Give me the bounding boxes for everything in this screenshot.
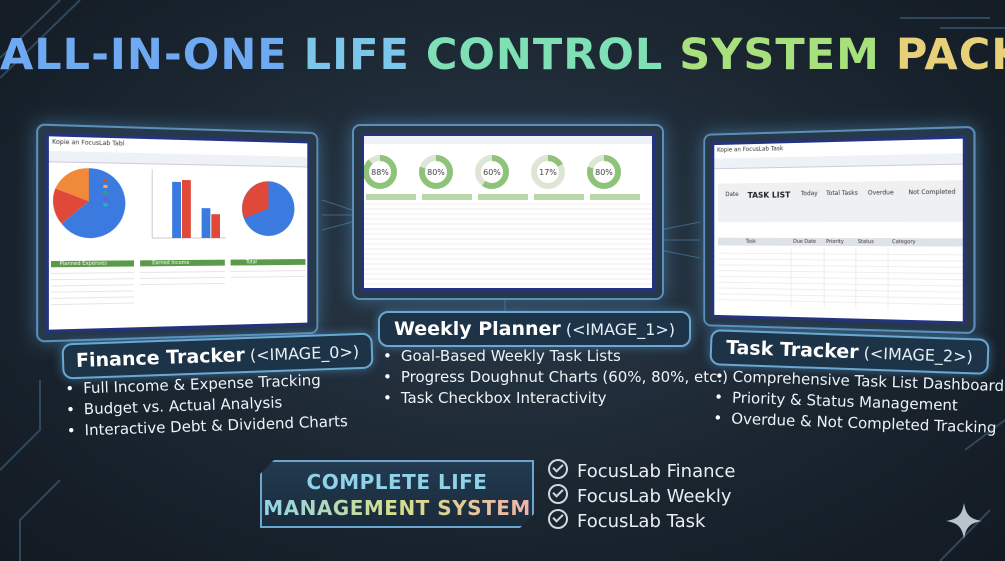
col-due-date: Due Date: [793, 238, 817, 245]
check-label: FocusLab Finance: [577, 461, 736, 482]
col-category: Category: [892, 239, 916, 246]
stat-not-completed: Not Completed: [908, 188, 956, 197]
donut-percent-label: 60%: [483, 168, 501, 177]
donut-progress: [587, 155, 621, 189]
donut-percent-label: 80%: [595, 168, 613, 177]
feature-item: Task Checkbox Interactivity: [383, 389, 728, 407]
title-word: ALL-IN-ONE: [0, 30, 288, 80]
weekly-planner-screenshot: 88% 80% 60% 17% 80%: [352, 124, 664, 300]
finance-features: Full Income & Expense Tracking Budget vs…: [65, 370, 348, 443]
stat-total: Total Tasks: [826, 189, 858, 198]
finance-name: Finance Tracker: [75, 344, 246, 372]
table-header: Earned Income: [152, 259, 190, 267]
check-item-weekly: FocusLab Weekly: [548, 482, 732, 507]
donut-progress: [419, 155, 453, 189]
check-item-finance: FocusLab Finance: [548, 457, 735, 482]
check-circle-icon: [548, 509, 568, 529]
donut-percent-label: 17%: [539, 168, 557, 177]
day-header: [534, 194, 584, 200]
feature-item: Goal-Based Weekly Task Lists: [383, 347, 728, 365]
badge-line-1: COMPLETE LIFE: [306, 470, 488, 494]
title-word: SYSTEM: [679, 30, 880, 80]
finance-charts: [49, 167, 310, 331]
weekly-features: Goal-Based Weekly Task Lists Progress Do…: [383, 347, 728, 410]
donut-progress: [475, 155, 509, 189]
stat-today: Today: [800, 190, 818, 198]
finance-tracker-screenshot: Kopie an FocusLab Tabl Pla: [36, 123, 319, 343]
task-rows: [718, 247, 963, 311]
task-tracker-screenshot: Kopie an FocusLab Task Date TASK LIST To…: [703, 125, 976, 335]
task-features: Comprehensive Task List Dashboard Priori…: [713, 367, 1004, 440]
title-word: LIFE: [303, 30, 410, 80]
toolbar: [48, 150, 308, 168]
sheet-title: Kopie an FocusLab Tabl: [52, 138, 125, 148]
donut-progress: [364, 155, 397, 189]
task-list-label: TASK LIST: [747, 190, 791, 200]
check-label: FocusLab Task: [577, 511, 706, 532]
col-priority: Priority: [826, 238, 844, 246]
donut-progress: [531, 155, 565, 189]
feature-item: Progress Doughnut Charts (60%, 80%, etc.…: [383, 368, 728, 386]
task-sheet: Kopie an FocusLab Task Date TASK LIST To…: [711, 135, 966, 325]
day-header: [422, 194, 472, 200]
weekly-sheet: 88% 80% 60% 17% 80%: [361, 133, 655, 291]
donut-percent-label: 88%: [371, 168, 389, 177]
task-name: Task Tracker: [725, 336, 859, 364]
day-header: [590, 194, 640, 200]
check-label: FocusLab Weekly: [577, 486, 732, 507]
badge-line-2: MANAGEMENT SYSTEM: [263, 496, 531, 520]
check-circle-icon: [548, 484, 568, 504]
weekly-charts: 88% 80% 60% 17% 80%: [364, 136, 652, 285]
weekly-name: Weekly Planner: [394, 318, 561, 340]
table-header: Planned Expenses: [59, 260, 107, 268]
stat-overdue: Overdue: [867, 189, 894, 197]
day-header: [478, 194, 528, 200]
col-task: Task: [745, 238, 756, 245]
complete-system-badge: COMPLETE LIFE MANAGEMENT SYSTEM: [260, 460, 534, 528]
weekly-planner-label: Weekly Planner (<IMAGE_1>): [378, 311, 692, 347]
check-item-task: FocusLab Task: [548, 507, 705, 532]
finance-tag: (<IMAGE_0>): [249, 342, 360, 365]
finance-sheet: Kopie an FocusLab Tabl Pla: [45, 133, 311, 333]
check-circle-icon: [548, 459, 568, 479]
weekly-tag: (<IMAGE_1>): [565, 320, 676, 339]
title-word: CONTROL: [425, 30, 664, 80]
donut-percent-label: 80%: [427, 168, 445, 177]
toolbar: [714, 153, 963, 170]
table-header: Total: [245, 259, 257, 266]
stat-date: Date: [725, 191, 739, 199]
sparkle-icon: [946, 503, 982, 539]
task-tag: (<IMAGE_2>): [863, 343, 974, 367]
task-header-panel: [717, 180, 963, 223]
day-header: [366, 194, 416, 200]
col-status: Status: [857, 239, 874, 246]
sheet-title: Kopie an FocusLab Task: [717, 145, 784, 154]
